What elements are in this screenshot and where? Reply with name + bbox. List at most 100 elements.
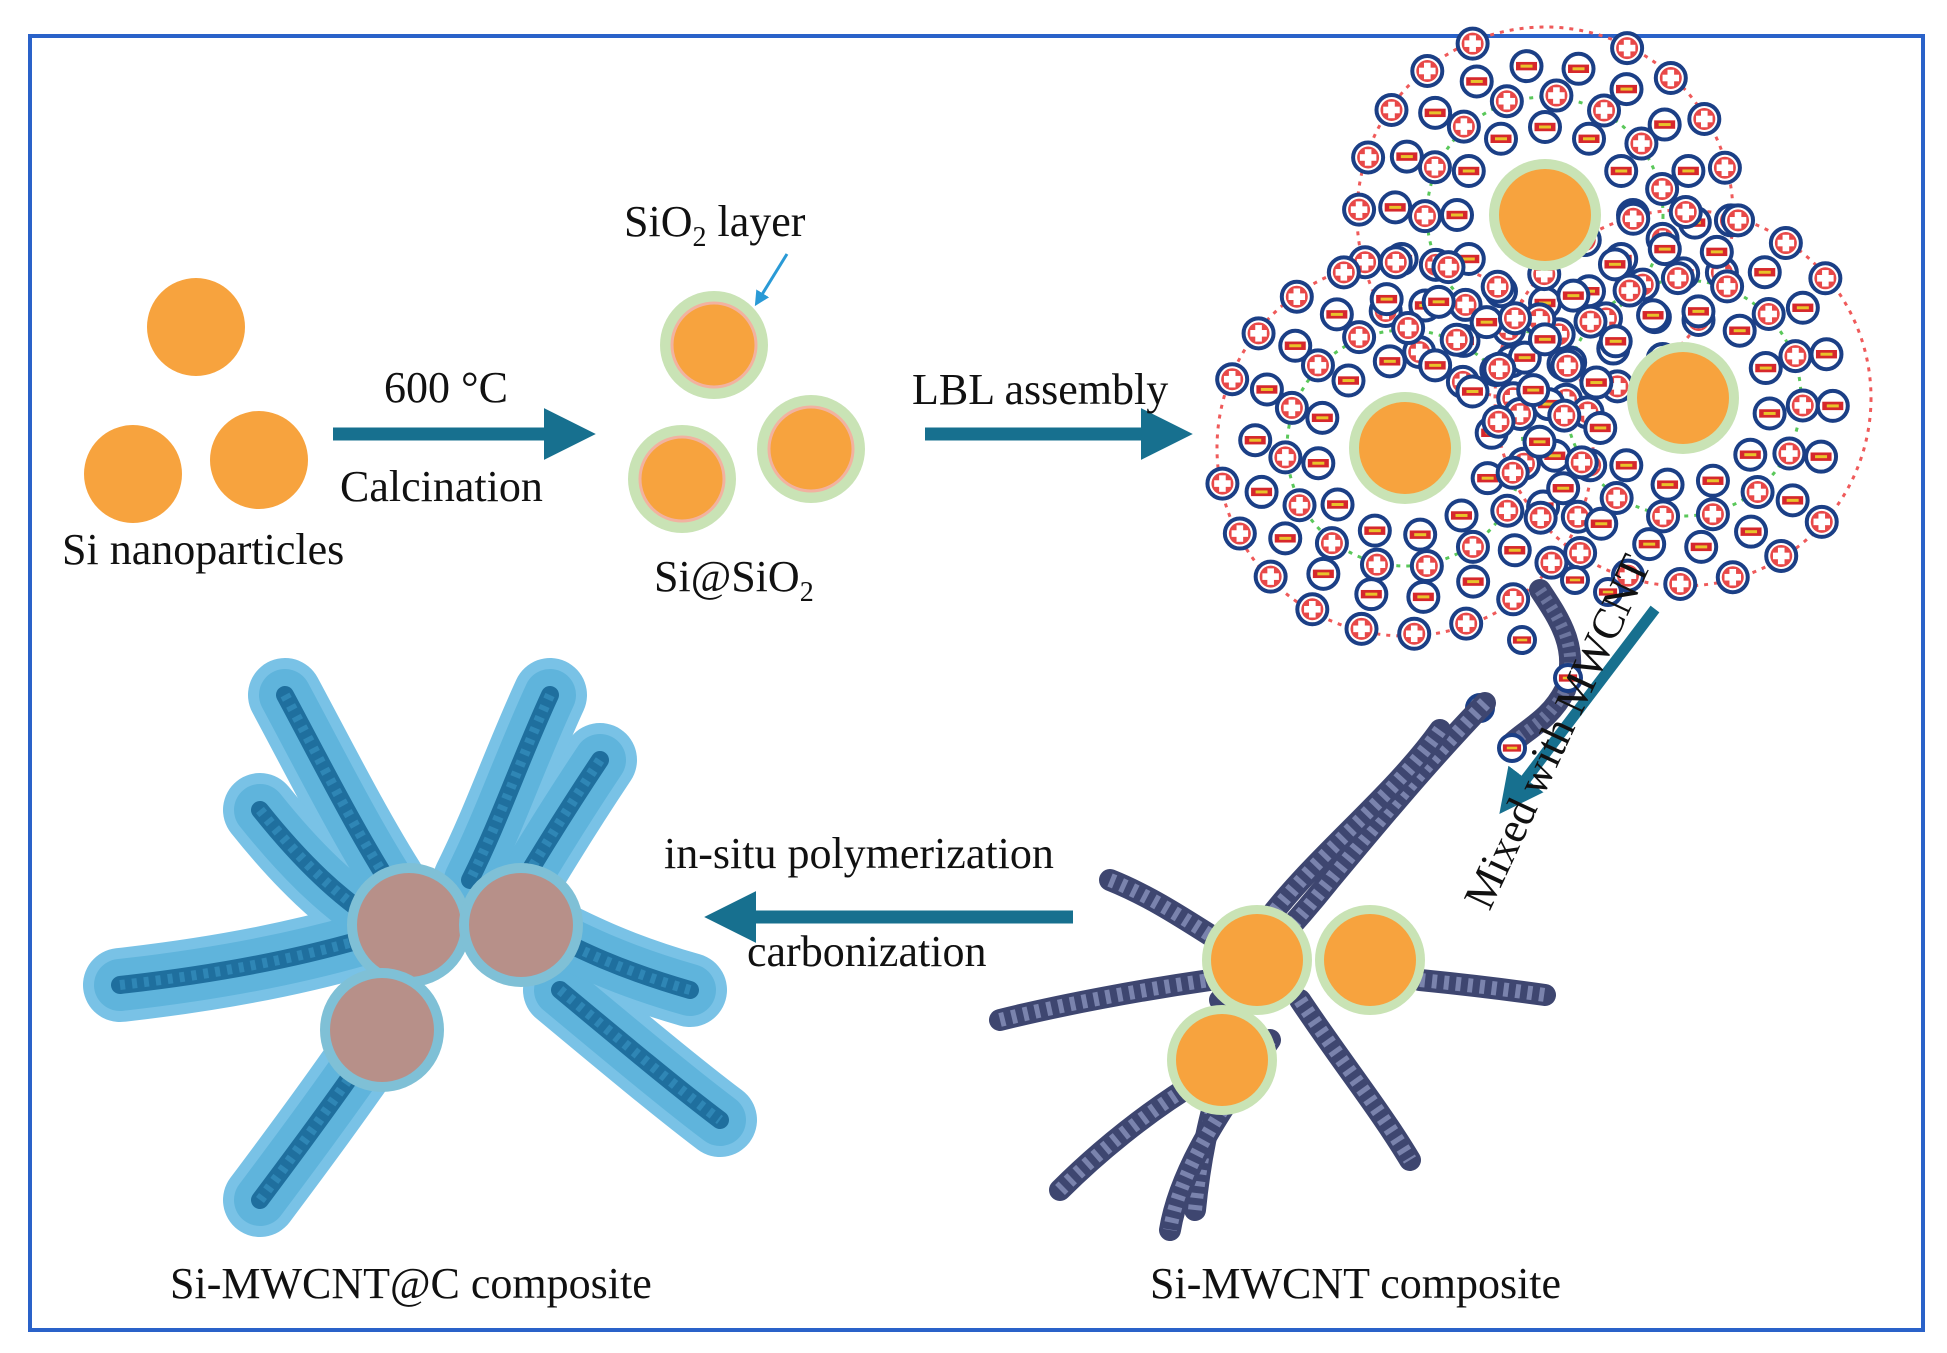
minus-ion-icon: [1752, 396, 1787, 431]
minus-ion-icon: [1604, 154, 1639, 188]
plus-ion-icon: [1314, 526, 1349, 561]
plus-ion-icon: [1653, 60, 1688, 95]
minus-ion-icon: [1238, 423, 1273, 458]
plus-ion-icon: [1616, 201, 1651, 236]
plus-ion-icon: [1205, 466, 1240, 501]
plus-ion-icon: [1282, 488, 1317, 523]
minus-ion-icon: [1357, 513, 1392, 548]
minus-ion-icon: [1507, 625, 1537, 655]
plus-ion-icon: [1215, 362, 1250, 397]
plus-ion-icon: [1490, 493, 1525, 528]
minus-ion-icon: [1406, 579, 1441, 614]
minus-ion-icon: [1378, 190, 1413, 225]
minus-ion-icon: [1369, 282, 1404, 317]
minus-ion-icon: [1484, 121, 1518, 156]
minus-ion-icon: [1455, 374, 1490, 409]
plus-ion-icon: [1768, 226, 1803, 261]
minus-ion-icon: [1469, 305, 1504, 340]
si-nanoparticles-group: [84, 278, 308, 523]
minus-ion-icon: [1572, 121, 1606, 156]
minus-ion-icon: [1278, 328, 1313, 363]
minus-ion-icon: [1609, 72, 1644, 107]
plus-ion-icon: [1439, 322, 1474, 357]
plus-ion-icon: [1351, 140, 1386, 175]
plus-ion-icon: [1778, 339, 1813, 374]
figure-frame: [28, 34, 1925, 1332]
minus-ion-icon: [1695, 463, 1730, 498]
minus-ion-icon: [1809, 337, 1844, 372]
plus-ion-icon: [1342, 320, 1377, 355]
plus-ion-icon: [1409, 548, 1444, 583]
plus-ion-icon: [1610, 558, 1645, 593]
plus-ion-icon: [1751, 296, 1786, 331]
plus-ion-icon: [1523, 500, 1558, 535]
si-particle: [147, 278, 245, 376]
plus-ion-icon: [1573, 304, 1608, 339]
label-si-mwcnt-c-composite: Si-MWCNT@C composite: [170, 1259, 652, 1308]
plus-ion-icon: [1495, 455, 1530, 490]
carbon-coated-particles: [320, 863, 583, 1092]
minus-ion-icon: [1583, 410, 1618, 445]
label-sio2-layer: SiO2 layer: [624, 197, 806, 253]
label-si-sio2: Si@SiO2: [654, 552, 814, 608]
plus-ion-icon: [1489, 84, 1524, 119]
si-core: [1324, 914, 1416, 1006]
si-particle: [210, 411, 308, 509]
plus-ion-icon: [1534, 545, 1569, 580]
si-core: [638, 435, 726, 523]
label-600c: 600 °C: [384, 363, 508, 412]
plus-ion-icon: [1481, 404, 1516, 439]
plus-ion-icon: [1497, 301, 1532, 336]
minus-ion-icon: [1268, 521, 1303, 556]
label-si-nanoparticles: Si nanoparticles: [62, 525, 345, 574]
minus-ion-icon: [1403, 517, 1438, 552]
plus-ion-icon: [1241, 316, 1276, 351]
plus-ion-icon: [1599, 480, 1634, 515]
si-core: [1359, 402, 1451, 494]
plus-ion-icon: [1431, 250, 1466, 285]
minus-ion-icon: [1528, 110, 1562, 144]
minus-ion-icon: [1354, 577, 1389, 612]
minus-ion-icon: [1747, 255, 1782, 290]
minus-ion-icon: [1560, 565, 1590, 595]
brown-core: [357, 873, 461, 977]
plus-ion-icon: [1344, 611, 1379, 646]
si-core: [1211, 914, 1303, 1006]
plus-ion-icon: [1785, 388, 1820, 423]
mixed-with-mwcnt-arrow: [1499, 605, 1660, 815]
minus-ion-icon: [1632, 527, 1667, 562]
label-lbl-assembly: LBL assembly: [912, 365, 1169, 414]
plus-ion-icon: [1295, 592, 1330, 627]
minus-ion-icon: [1584, 506, 1619, 541]
plus-ion-icon: [1624, 126, 1659, 161]
plus-ion-icon: [1550, 348, 1585, 383]
si-core: [670, 301, 758, 389]
label-calcination: Calcination: [340, 462, 543, 511]
plus-ion-icon: [1482, 351, 1517, 386]
plus-ion-icon: [1660, 261, 1695, 296]
nanotube-stripes: [119, 935, 362, 990]
minus-ion-icon: [1815, 388, 1850, 423]
nanotube-stripes: [255, 1067, 360, 1203]
plus-ion-icon: [1646, 499, 1681, 534]
plus-ion-icon: [1455, 529, 1490, 564]
nanotube: [989, 969, 1221, 1031]
minus-ion-icon: [1636, 298, 1671, 333]
plus-ion-icon: [1326, 255, 1361, 290]
minus-ion-icon: [1734, 514, 1769, 549]
label-in-situ-polymerization: in-situ polymerization: [664, 829, 1054, 878]
outer-charge-ring: [1215, 258, 1595, 638]
plus-ion-icon: [1300, 348, 1335, 383]
plus-ion-icon: [1342, 192, 1377, 227]
minus-ion-icon: [1722, 313, 1757, 348]
minus-ion-icon: [1372, 344, 1407, 379]
minus-ion-icon: [1553, 663, 1583, 693]
si-core: [1637, 352, 1729, 444]
minus-ion-icon: [1598, 324, 1633, 359]
minus-ion-icon: [1319, 297, 1354, 332]
plus-ion-icon: [1359, 547, 1394, 582]
minus-ion-icon: [1556, 278, 1591, 313]
plus-ion-icon: [1563, 535, 1598, 570]
plus-ion-icon: [1764, 538, 1799, 573]
